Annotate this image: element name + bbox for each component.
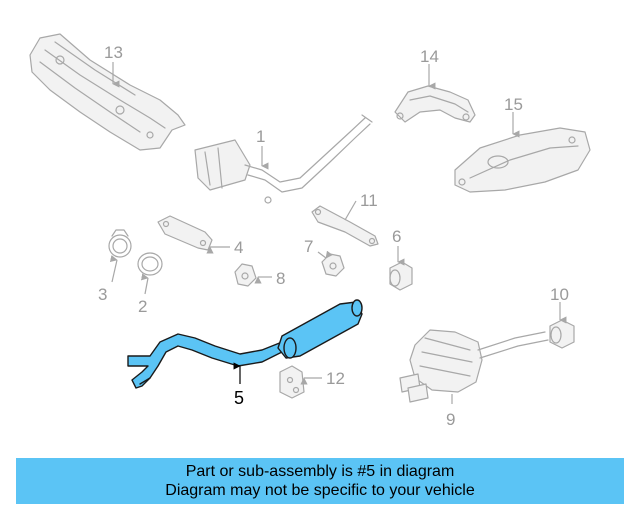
callout-12: 12 [326,369,345,388]
leader-3 [109,255,118,283]
part-14-bracket [394,85,476,123]
part-10-clamp [549,319,575,349]
callout-4: 4 [234,238,243,257]
banner-line-2: Diagram may not be specific to your vehi… [165,482,475,499]
callout-1: 1 [256,127,265,146]
part-8-insulator [234,263,257,287]
callout-13: 13 [104,43,123,62]
leader-2 [140,273,149,295]
callout-3: 3 [98,285,107,304]
callout-11: 11 [360,191,378,210]
part-3-clamp [108,229,132,258]
part-6-clamp [389,261,413,291]
part-4-bracket [157,215,213,251]
callout-9: 9 [446,410,455,429]
part-15-heat-shield [454,127,591,193]
part-13-heat-shield [29,33,186,151]
part-12-bracket [279,365,305,399]
callout-7: 7 [304,237,313,256]
callout-14: 14 [420,47,439,66]
callout-2: 2 [138,297,147,316]
leader-11 [344,200,357,221]
banner-line-1: Part or sub-assembly is #5 in diagram [185,463,455,480]
part-1-front-pipe [194,114,373,204]
exploded-parts-diagram: 13 14 15 1 11 4 [29,33,591,429]
part-2-gasket [137,252,163,276]
info-banner: Part or sub-assembly is #5 in diagram Di… [16,458,624,504]
callout-10: 10 [550,285,569,304]
part-9-rear-muffler [399,329,549,403]
callout-15: 15 [504,95,523,114]
callout-6: 6 [392,227,401,246]
callout-8: 8 [276,269,285,288]
callout-5: 5 [234,388,244,408]
leader-7 [317,250,333,259]
part-11-hanger [311,205,379,247]
part-5-center-pipe [127,299,363,389]
